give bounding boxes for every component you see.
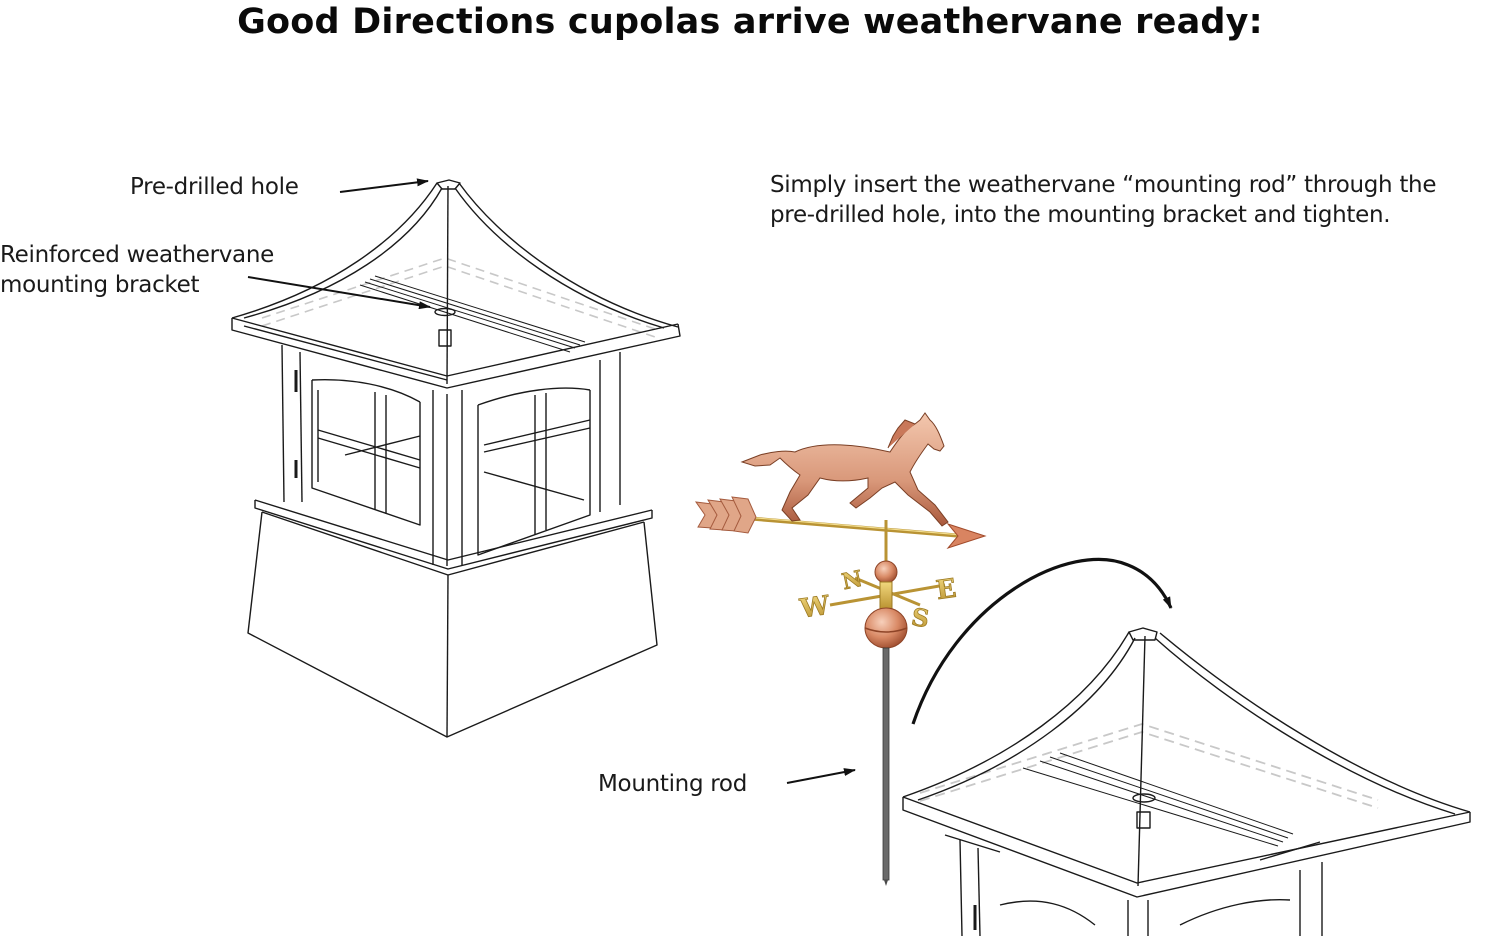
compass-letter-n: N — [840, 566, 865, 596]
arrow-feathers-icon — [694, 496, 757, 534]
instruction-line1: Simply insert the weathervane “mounting … — [770, 172, 1437, 198]
page-title: Good Directions cupolas arrive weatherva… — [237, 2, 1263, 42]
horse-figure-icon — [740, 412, 949, 527]
callout-bracket-line2: mounting bracket — [0, 272, 200, 298]
cupola-left — [231, 179, 681, 738]
upper-ball-icon — [874, 560, 898, 584]
instruction-line2: pre-drilled hole, into the mounting brac… — [770, 202, 1391, 228]
arrow-head-icon — [946, 522, 987, 550]
lower-ball-icon — [864, 607, 908, 649]
cupola-right — [902, 627, 1471, 936]
mounting-rod — [882, 647, 890, 881]
compass-letters: W N E S — [797, 565, 959, 634]
compass-letter-s: S — [909, 602, 931, 634]
weathervane: W N E S — [694, 412, 987, 886]
compass-letter-e: E — [934, 574, 958, 606]
compass-letter-w: W — [797, 591, 832, 625]
arrow-shaft — [719, 514, 976, 539]
callout-mounting-rod: Mounting rod — [598, 771, 747, 797]
callout-pre-drilled-hole: Pre-drilled hole — [130, 174, 299, 200]
callout-mounting-bracket: Reinforced weathervane mounting bracket — [0, 240, 274, 300]
instruction-text: Simply insert the weathervane “mounting … — [770, 170, 1500, 230]
callout-arrows — [247, 178, 856, 784]
insert-direction-arrow — [911, 557, 1173, 725]
callout-bracket-line1: Reinforced weathervane — [0, 242, 274, 268]
